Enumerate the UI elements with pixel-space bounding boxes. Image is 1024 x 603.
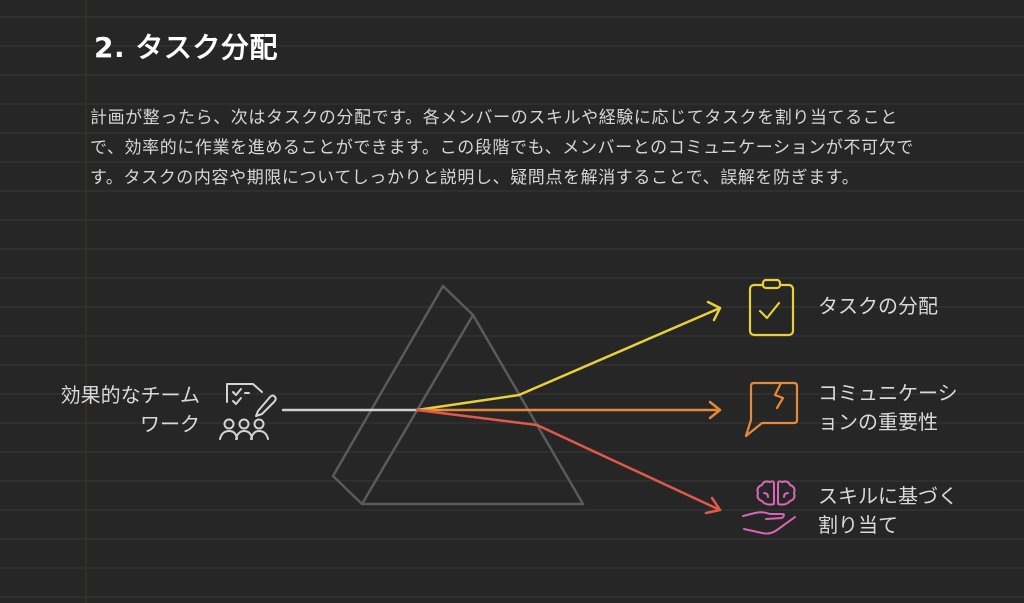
section-title: 2. タスク分配 (94, 31, 278, 64)
input-label-line2: ワーク (140, 412, 200, 436)
output-label-line2: ョンの重要性 (818, 410, 938, 434)
ray-task-distribution (415, 300, 722, 412)
output-label-skill-assignment: スキルに基づく 割り当て (818, 482, 958, 540)
teamwork-checklist-icon (219, 383, 277, 440)
output-label-communication: コミュニケーシ ョンの重要性 (818, 379, 958, 437)
output-label-line1: タスクの分配 (818, 294, 938, 318)
output-label-line2: 割り当て (818, 513, 898, 537)
section-paragraph: 計画が整ったら、次はタスクの分配です。各メンバーのスキルや経験に応じてタスクを割… (90, 108, 914, 188)
brain-hand-icon (742, 480, 796, 535)
prism-shape (331, 284, 585, 506)
broken-speech-bubble-icon (744, 381, 799, 438)
ray-skill-assignment (415, 408, 722, 515)
input-label: 効果的なチーム ワーク (20, 381, 200, 439)
output-label-task-distribution: タスクの分配 (818, 292, 938, 321)
output-label-line1: コミュニケーシ (818, 381, 958, 405)
clipboard-check-icon (748, 278, 795, 337)
input-label-line1: 効果的なチーム (60, 383, 200, 407)
ray-communication (415, 400, 722, 420)
output-label-line1: スキルに基づく (818, 484, 958, 508)
